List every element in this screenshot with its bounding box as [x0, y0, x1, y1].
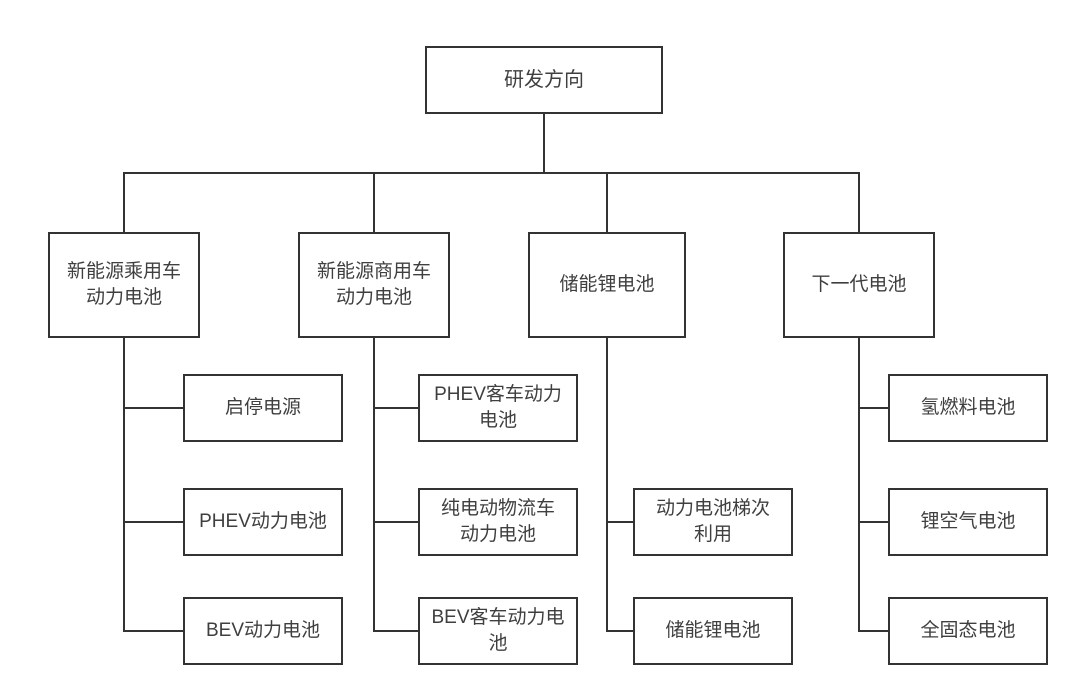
node-leaf-lithium-air-battery: 锂空气电池	[888, 488, 1048, 556]
node-branch-next-gen-battery: 下一代电池	[783, 232, 935, 338]
node-leaf-storage-li-battery: 储能锂电池	[633, 597, 793, 665]
node-leaf-hydrogen-fuel-cell: 氢燃料电池	[888, 374, 1048, 442]
node-branch-commercial-ev-battery: 新能源商用车 动力电池	[298, 232, 450, 338]
node-root: 研发方向	[425, 46, 663, 114]
node-leaf-phev-power-battery: PHEV动力电池	[183, 488, 343, 556]
node-leaf-start-stop-power: 启停电源	[183, 374, 343, 442]
node-leaf-bev-bus-battery: BEV客车动力电 池	[418, 597, 578, 665]
node-branch-passenger-ev-battery: 新能源乘用车 动力电池	[48, 232, 200, 338]
node-leaf-battery-echelon-use: 动力电池梯次 利用	[633, 488, 793, 556]
node-leaf-bev-power-battery: BEV动力电池	[183, 597, 343, 665]
node-leaf-phev-bus-battery: PHEV客车动力 电池	[418, 374, 578, 442]
node-branch-storage-li-battery: 储能锂电池	[528, 232, 686, 338]
node-leaf-logistics-vehicle-battery: 纯电动物流车 动力电池	[418, 488, 578, 556]
node-leaf-solid-state-battery: 全固态电池	[888, 597, 1048, 665]
